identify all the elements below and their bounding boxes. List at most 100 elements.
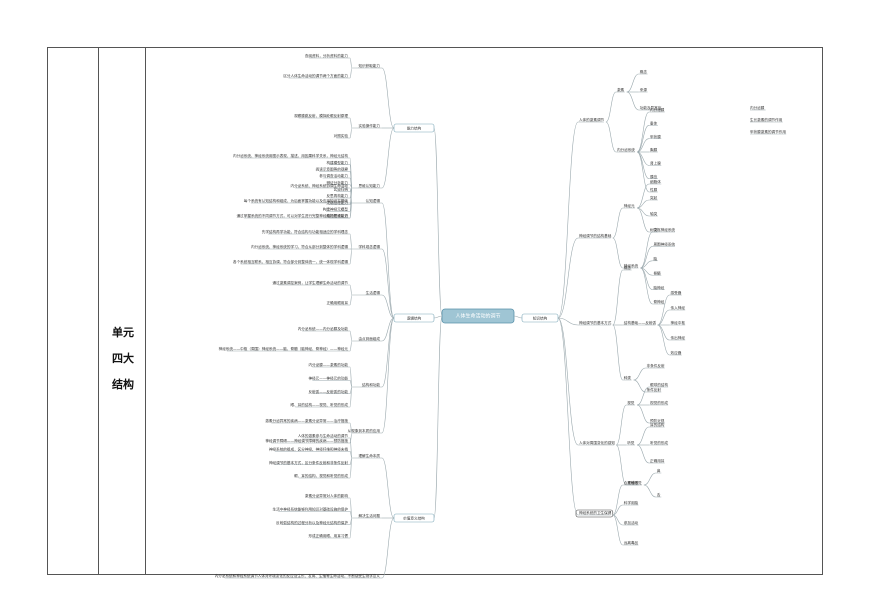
topic-label: 神经调节的基本方式 [579,320,612,325]
leaf-label: 传入神经 [671,305,686,310]
detail-connector [349,117,353,129]
detail-connector [349,432,353,444]
table-column-divider-1 [98,47,99,575]
detail-label: 构建模型能力 [326,160,348,165]
subtopic-label: 激素 [617,87,625,92]
detail-label: 概括思维能力 [326,213,348,218]
detail-label: 正确用眼用耳 [326,300,348,305]
leaf-connector [637,199,650,209]
leaf-connector [636,386,650,406]
detail-label: 逻辑推理能力 [326,200,348,205]
topic-label: 结构和功能 [362,382,380,387]
detail-connector [349,330,353,342]
subtopic-label: 参加活动 [624,520,639,525]
detail-label: 阅读示意图等的观察 [316,167,349,172]
detail-label: 激素分泌异常的疾病——激素分泌异常——治疗措施 [265,418,348,423]
topic-connector [557,317,579,516]
leaf-connector [636,207,650,233]
subtopic-connector [612,207,624,239]
leaf-label: 传出神经 [671,335,686,340]
highlight-box [575,509,614,518]
table-column-divider-2 [145,47,146,575]
side-label-line: 单元 [112,326,134,339]
leaf-connector [633,379,646,393]
leaf-connector [626,73,639,93]
leaf-label: 概念 [640,69,648,74]
leaf-connector [657,324,670,341]
leaf-label: 脊髓 [653,270,661,275]
detail-label: 反射弧——反射弧的功能 [308,389,348,394]
subtopic-connector [612,237,624,269]
leaf-connector [643,472,656,486]
leaf-connector [657,309,670,326]
detail-label: 对照实验 [334,133,349,138]
detail-label: 内分泌系统和神经系统调节人体对环境变化的反应及生长、发育、生殖等生命活动，不断感… [215,573,381,578]
leaf-label: 听觉的形成 [650,440,668,445]
subtopic-label: 概念 [624,265,632,270]
detail-label: 反思再构能力 [326,193,348,198]
topic-connector [557,317,579,326]
leaf-label: 眼球的结构 [650,382,668,387]
detail-connector [349,248,353,265]
note-label: 内分泌腺 [750,105,765,110]
detail-label: 辨证分析能力 [326,180,348,185]
subtopic-connector [612,269,624,326]
detail-label: 神经系统的组成，区分神经、神经纤维和神经末梢 [269,447,348,452]
leaf-connector [636,426,650,446]
detail-connector [349,517,353,539]
detail-label: 内分泌系统、神经系统协调生命活动 [291,183,349,188]
leaf-label: 舌 [657,492,661,497]
leaf-label: 轴突 [650,211,658,216]
leaf-label: 脊神经 [653,299,664,304]
detail-connector [349,386,353,408]
detail-label: 各个系统相互联系、相互协调，符合部分到整体统一，统一体现学科逻辑 [233,259,348,264]
topic-label: 神经系统的卫生保健 [579,510,612,515]
detail-label: 内分泌系统、神经系统的学习，符合从部分到整体的学科逻辑 [251,244,348,249]
topic-connector [381,67,395,129]
leaf-label: 内分泌腺 [650,107,665,112]
detail-label: 观察膝跳反射，模拟眨眼反射原理 [294,113,348,118]
leaf-label: 性腺 [650,187,658,192]
detail-label: 神经调节障碍——神经调节障碍的疾病——预防措施 [265,438,348,443]
detail-label: 眼、耳的结构——视觉、听觉的形成 [291,402,349,407]
topic-label: 理解生命本质 [358,453,380,458]
detail-connector [349,127,353,139]
detail-label: 内分泌腺——激素的功能 [308,362,348,367]
subtopic-connector [615,404,627,446]
topic-label: 思维认知能力 [358,183,380,188]
table-right-border [822,47,823,575]
topic-connector [381,457,395,519]
leaf-label: 胰岛 [650,174,658,179]
subtopic-connector [612,484,624,516]
detail-label: 激素分泌异常对人体的影响 [305,493,349,498]
leaf-label: 脑 [653,256,657,261]
topic-connector [381,317,395,342]
topic-connector [381,248,395,319]
detail-connector [349,57,353,69]
leaf-label: 效应器 [671,350,682,355]
table-left-border [47,47,48,575]
detail-label: 比较归纳 [334,187,349,192]
leaf-connector [657,294,670,326]
note-label: 甲状腺激素的调节作用 [750,129,786,134]
detail-label: 人体的激素参与生命活动的调节 [298,433,349,438]
subtopic-label: 听觉 [627,440,635,445]
note-label: 生长激素的调节作用 [750,117,783,122]
subtopic-label: 种类 [624,375,632,380]
branch-connector [433,315,443,319]
detail-label: 先学结构再学功能，符合结构与功能相适应的学科理念 [262,229,349,234]
leaf-connector [657,324,670,356]
leaf-label: 正确用耳 [650,458,665,463]
leaf-label: 功能及异常症 [640,105,662,110]
leaf-connector [636,404,650,424]
topic-connector [557,237,579,319]
detail-label: 区分人体生命活动的调节两个方面的能力 [283,73,348,78]
leaf-connector [626,91,639,111]
topic-label: 生活逻辑 [366,290,381,295]
subtopic-label: 内分泌系统 [617,147,635,152]
detail-connector [349,202,353,219]
subtopic-label: 合理睡眠 [624,480,639,485]
topic-connector [557,317,579,446]
detail-label: 神经系统——中枢（周围）神经系统——脑、脊髓（脑神经、脊神经）——神经元 [219,346,349,351]
